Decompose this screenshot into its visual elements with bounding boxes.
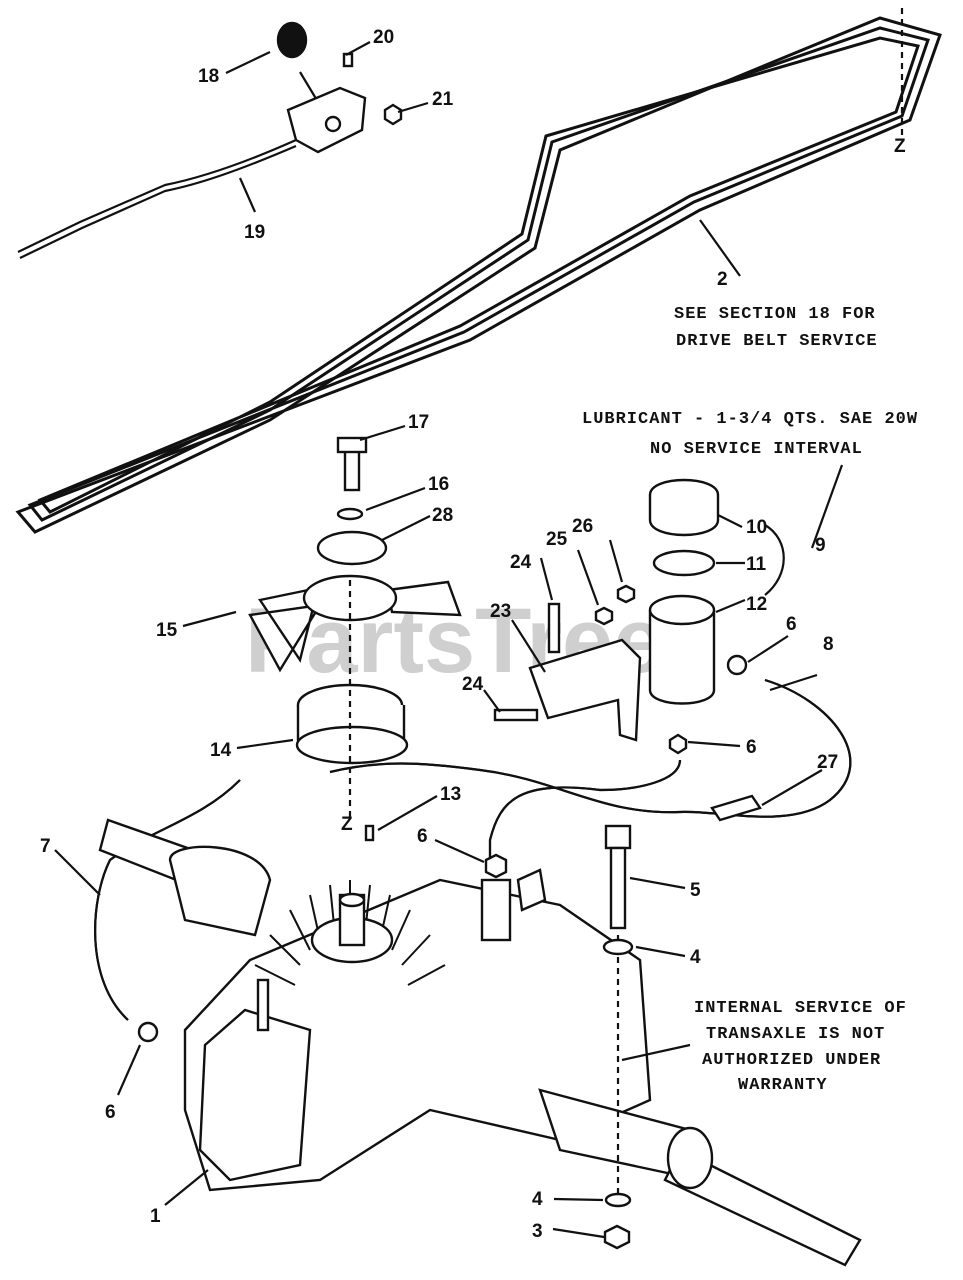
svg-text:AUTHORIZED UNDER: AUTHORIZED UNDER: [702, 1051, 881, 1070]
svg-text:INTERNAL SERVICE OF: INTERNAL SERVICE OF: [694, 999, 907, 1018]
part-label-24-bottom: 24: [462, 674, 484, 695]
svg-text:WARRANTY: WARRANTY: [738, 1076, 828, 1095]
shift-cable-assembly: [17, 21, 403, 259]
part-label-7: 7: [40, 836, 51, 857]
part-label-2: 2: [717, 269, 728, 290]
part-label-27: 27: [817, 752, 838, 773]
part-label-16: 16: [428, 474, 449, 495]
part-label-14: 14: [210, 740, 232, 761]
part-label-18: 18: [198, 66, 219, 87]
part-label-6-hose: 6: [746, 737, 757, 758]
part-label-20: 20: [373, 27, 394, 48]
hose-upper: [488, 759, 682, 860]
note-lubricant: LUBRICANT - 1-3/4 QTS. SAE 20W NO SERVIC…: [582, 410, 918, 459]
leader-lines: [54, 41, 844, 1239]
part-label-9: 9: [815, 535, 826, 556]
part-label-25: 25: [546, 529, 568, 550]
drive-belt: [15, 16, 942, 534]
part-label-15: 15: [156, 620, 178, 641]
reservoir-assembly: [493, 478, 748, 755]
part-label-12: 12: [746, 594, 767, 615]
part-label-6-housing: 6: [417, 826, 428, 847]
part-label-11: 11: [746, 554, 767, 575]
part-label-6-reservoir: 6: [786, 614, 797, 635]
part-label-28: 28: [432, 505, 453, 526]
svg-text:LUBRICANT - 1-3/4 QTS. SAE 20W: LUBRICANT - 1-3/4 QTS. SAE 20W: [582, 410, 918, 429]
part-label-13: 13: [440, 784, 461, 805]
svg-text:TRANSAXLE IS NOT: TRANSAXLE IS NOT: [706, 1025, 885, 1044]
part-label-10: 10: [746, 517, 767, 538]
part-label-1: 1: [150, 1206, 161, 1227]
fan-pulley-stack: [248, 436, 462, 842]
part-label-3: 3: [532, 1221, 543, 1242]
axis-marker-fan: Z: [341, 814, 353, 835]
part-label-6-left: 6: [105, 1102, 116, 1123]
part-label-26: 26: [572, 516, 593, 537]
note-warranty: INTERNAL SERVICE OF TRANSAXLE IS NOT AUT…: [694, 999, 907, 1095]
note-drive-belt: SEE SECTION 18 FOR DRIVE BELT SERVICE: [674, 305, 878, 351]
part-label-19: 19: [244, 222, 265, 243]
part-label-4-upper: 4: [690, 947, 701, 968]
part-label-21: 21: [432, 89, 454, 110]
hose-clip: [710, 794, 762, 822]
axis-marker-top: Z: [894, 136, 906, 157]
svg-text:NO SERVICE INTERVAL: NO SERVICE INTERVAL: [650, 440, 863, 459]
axle-bolt-set: [602, 824, 634, 1250]
part-label-8: 8: [823, 634, 834, 655]
svg-text:SEE SECTION 18 FOR: SEE SECTION 18 FOR: [674, 305, 876, 324]
part-label-23: 23: [490, 601, 511, 622]
part-label-5: 5: [690, 880, 701, 901]
transaxle-body: [98, 818, 862, 1267]
part-label-17: 17: [408, 412, 429, 433]
svg-text:DRIVE BELT SERVICE: DRIVE BELT SERVICE: [676, 332, 878, 351]
part-label-4-lower: 4: [532, 1189, 543, 1210]
part-label-24-top: 24: [510, 552, 532, 573]
